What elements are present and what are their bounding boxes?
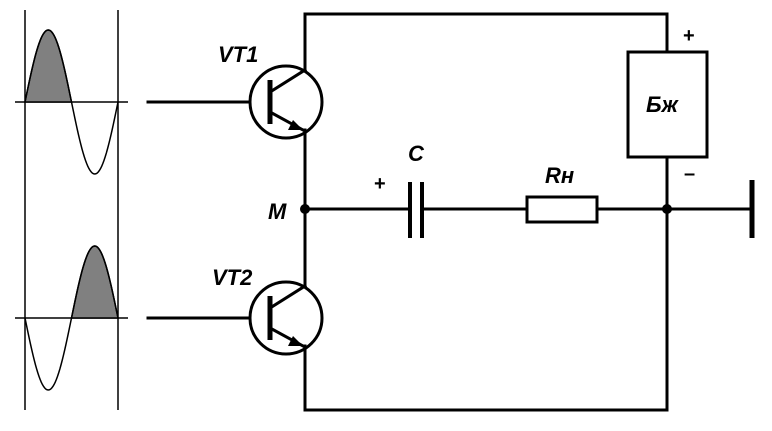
bottom-positive-halfwave xyxy=(70,245,119,319)
top-sine-wave xyxy=(24,29,119,175)
vt1-label: VT1 xyxy=(218,42,258,67)
capacitor-plus-sign: + xyxy=(374,173,386,195)
resistor: Rн xyxy=(525,163,599,224)
capacitor-label: C xyxy=(408,141,425,166)
node-m-label: M xyxy=(268,199,287,224)
vt2-body xyxy=(248,280,324,356)
top-rail-wire xyxy=(303,12,669,72)
resistor-body xyxy=(525,195,599,224)
bottom-sine-wave xyxy=(24,245,119,391)
battery-label: Бж xyxy=(646,92,680,117)
transistor-vt1: VT1 xyxy=(218,42,324,140)
top-positive-halfwave xyxy=(24,29,73,103)
transistor-vt2: VT2 xyxy=(212,265,324,356)
right-node-dot xyxy=(662,204,672,214)
vt2-collector xyxy=(267,283,308,311)
resistor-label: Rн xyxy=(545,163,574,188)
vt1-collector xyxy=(267,67,308,95)
node-m-dot xyxy=(300,204,310,214)
waveform-panel xyxy=(15,10,128,410)
battery: Бж + – xyxy=(626,25,709,185)
vt1-body xyxy=(248,64,324,140)
battery-body xyxy=(626,50,709,159)
capacitor: C + xyxy=(374,141,425,238)
battery-plus-sign: + xyxy=(683,25,695,47)
bottom-rail-wire xyxy=(303,207,669,412)
vt2-label: VT2 xyxy=(212,265,253,290)
battery-minus-sign: – xyxy=(684,163,695,185)
vt2-emitter-arrow xyxy=(288,336,303,346)
vt1-emitter-arrow xyxy=(288,120,303,130)
circuit-wires xyxy=(303,12,754,412)
